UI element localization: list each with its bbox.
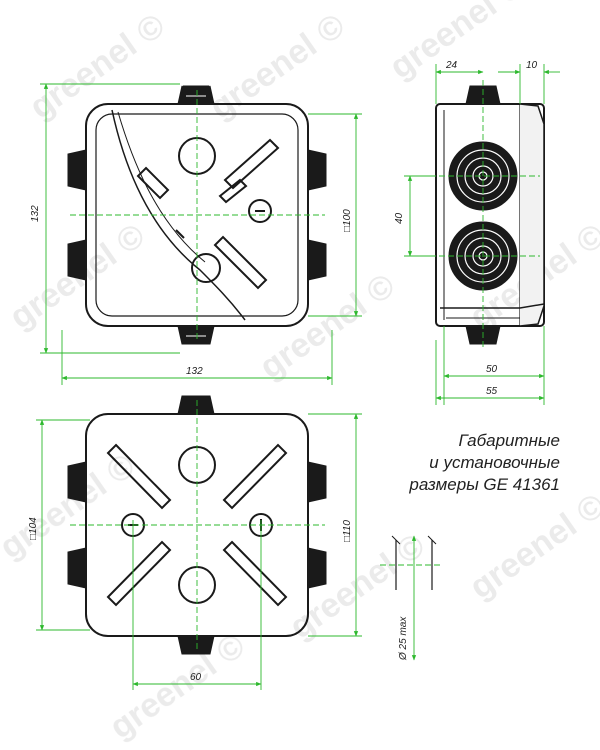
dim-hole-diameter: Ø 25 max	[398, 616, 409, 661]
caption-line-2: и установочные	[429, 453, 560, 472]
side-view-dimensions	[404, 64, 560, 405]
watermark-text: greenel ©	[0, 446, 142, 566]
top-view-dimensions	[40, 83, 362, 385]
watermark-text: greenel ©	[203, 6, 352, 126]
watermark-text: greenel ©	[23, 6, 172, 126]
watermark-text: greenel ©	[103, 626, 252, 746]
drawing-caption: Габаритные и установочные размеры GE 413…	[340, 430, 560, 496]
caption-line-3: размеры GE 41361	[409, 475, 560, 494]
hole-detail-dimensions	[380, 535, 440, 661]
top-view-centerlines	[70, 90, 325, 340]
side-view-centerlines	[430, 80, 540, 350]
side-view-box	[435, 85, 545, 345]
dim-bottom-width: 60	[190, 672, 202, 683]
watermark-text: greenel ©	[283, 526, 432, 646]
dim-top-left-height: 132	[30, 205, 41, 222]
dim-top-right-height: □100	[342, 209, 353, 232]
dim-bottom-right: □110	[342, 520, 353, 542]
dim-top-width: 132	[186, 366, 203, 377]
watermark-text: greenel ©	[463, 486, 600, 606]
dim-side-top: 24	[445, 60, 458, 71]
hole-detail	[391, 535, 437, 590]
dim-side-bottom-outer: 55	[486, 386, 498, 397]
dim-bottom-left: □104	[28, 517, 39, 540]
dim-side-left: 40	[394, 212, 405, 224]
dim-side-bottom-inner: 50	[486, 364, 498, 375]
bottom-view-centerlines	[70, 400, 325, 650]
dim-side-top-right: 10	[526, 60, 538, 71]
bottom-view-dimensions	[36, 413, 362, 690]
caption-line-1: Габаритные	[458, 431, 560, 450]
watermark-text: greenel ©	[383, 0, 532, 87]
